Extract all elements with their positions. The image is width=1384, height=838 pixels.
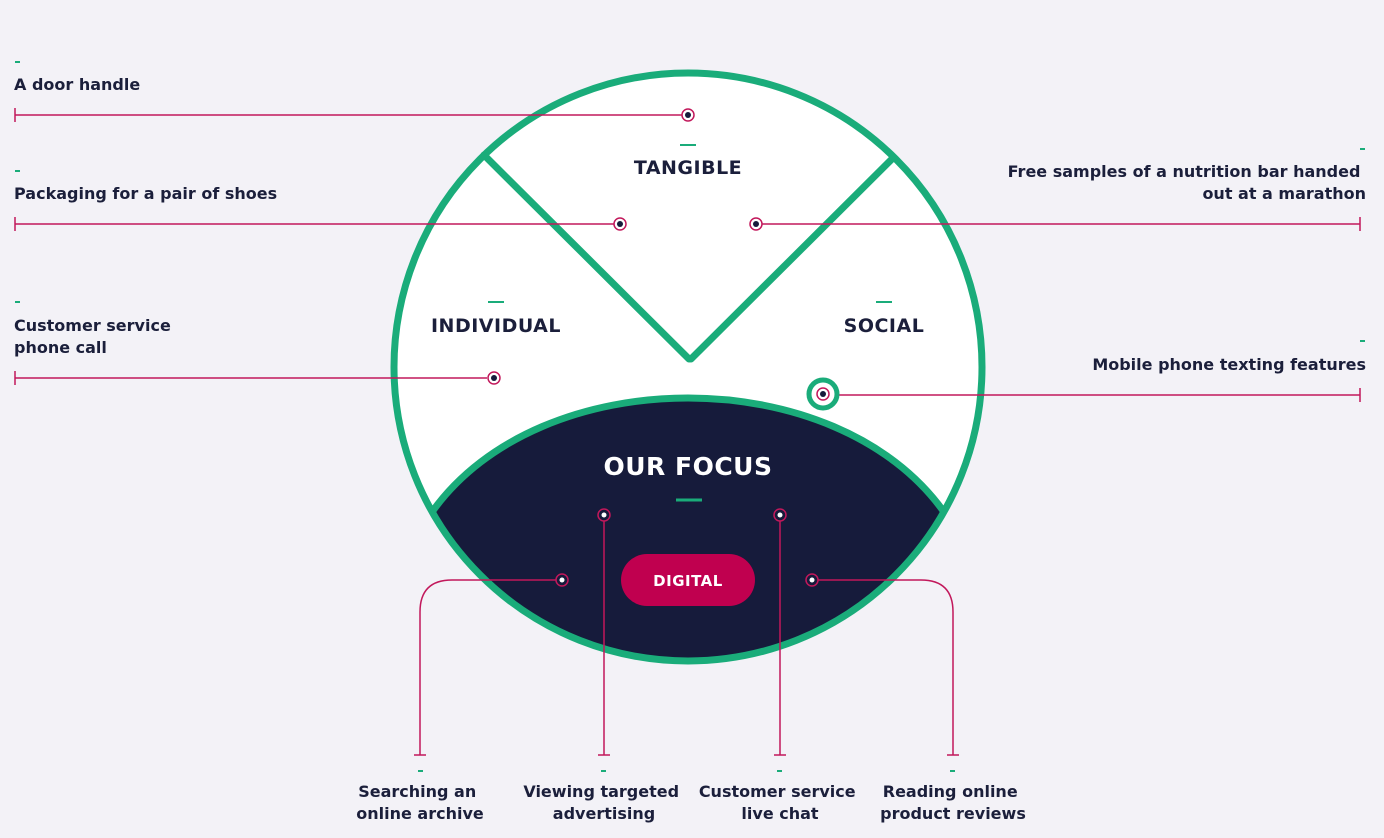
marker-texting	[806, 377, 840, 411]
segment-label-social: SOCIAL	[844, 315, 925, 337]
label-targeted-ads: Viewing targeted advertising	[523, 782, 684, 823]
label-online-archive: Searching an online archive	[356, 782, 484, 823]
divider-right	[687, 154, 897, 363]
marker-live-chat	[773, 508, 787, 522]
connector-targeted-ads	[598, 521, 610, 756]
label-phone-call: Customer service phone call	[14, 316, 176, 357]
connector-nutrition-samples	[762, 217, 1361, 231]
segment-label-individual: INDIVIDUAL	[431, 315, 561, 337]
label-texting: Mobile phone texting features	[1092, 355, 1366, 374]
label-product-reviews: Reading online product reviews	[880, 782, 1026, 823]
connector-door-handle	[14, 108, 682, 122]
ring	[390, 69, 986, 665]
label-accent-dashes	[15, 61, 1365, 772]
label-door-handle: A door handle	[14, 75, 140, 94]
digital-focus-region	[432, 398, 944, 661]
connector-live-chat	[774, 521, 786, 756]
marker-online-archive	[555, 573, 569, 587]
connector-product-reviews	[818, 579, 959, 756]
label-nutrition-samples: Free samples of a nutrition bar handed o…	[1008, 162, 1366, 203]
divider-left	[480, 151, 693, 363]
marker-shoe-packaging	[613, 217, 627, 231]
label-live-chat: Customer service live chat	[699, 782, 861, 823]
marker-nutrition-samples	[749, 217, 763, 231]
marker-product-reviews	[805, 573, 819, 587]
marker-targeted-ads	[597, 508, 611, 522]
digital-pill	[621, 554, 755, 606]
marker-door-handle	[681, 108, 695, 122]
connector-texting	[830, 388, 1361, 402]
center-title: OUR FOCUS	[604, 452, 773, 481]
connector-phone-call	[14, 371, 487, 385]
segment-label-tangible: TANGIBLE	[634, 157, 742, 179]
focus-boundary-line	[429, 394, 947, 515]
digital-pill-label: DIGITAL	[653, 572, 723, 590]
marker-phone-call	[487, 371, 501, 385]
label-shoe-packaging: Packaging for a pair of shoes	[14, 184, 277, 203]
connector-shoe-packaging	[14, 217, 614, 231]
connector-online-archive	[414, 579, 556, 756]
